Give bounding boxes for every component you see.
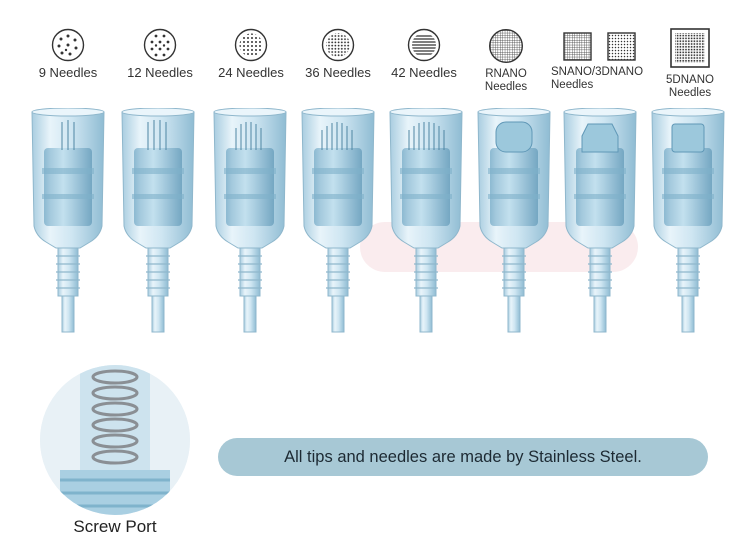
round-grid-icon — [489, 29, 523, 63]
needle-label: 24 Needles — [218, 65, 284, 80]
spring-icon — [40, 365, 190, 515]
large-square-grid-icon — [670, 28, 710, 68]
cartridge-snano-3dnano — [563, 108, 637, 333]
needle-type-36: 36 Needles — [300, 28, 376, 80]
cartridge-24-needles — [213, 108, 287, 333]
needle-type-rnano: RNANO Needles — [478, 28, 534, 94]
needle-label: 36 Needles — [305, 65, 371, 80]
cartridge-5dnano — [651, 108, 725, 333]
circle-12-dots-icon — [143, 28, 177, 62]
cartridge-9-needles — [31, 108, 105, 333]
screw-port-image — [40, 365, 190, 515]
cartridge-42-needles — [389, 108, 463, 333]
needle-label: 12 Needles — [127, 65, 193, 80]
needle-type-42: 42 Needles — [386, 28, 462, 80]
needle-type-24: 24 Needles — [213, 28, 289, 80]
info-banner: All tips and needles are made by Stainle… — [218, 438, 708, 476]
needle-type-snano-3dnano: SNANO/3DNANO Needles — [548, 28, 652, 92]
needle-type-5dnano: 5DNANO Needles — [660, 26, 720, 100]
square-grid-pair-icon — [563, 32, 636, 61]
needle-type-9: 9 Needles — [38, 28, 98, 80]
cartridge-36-needles — [301, 108, 375, 333]
needle-label: 9 Needles — [38, 65, 98, 80]
cartridge-12-needles — [121, 108, 195, 333]
needle-type-12: 12 Needles — [125, 28, 195, 80]
needle-type-header: 9 Needles 12 Needles 24 Needles 36 Needl… — [0, 0, 750, 105]
circle-24-dots-icon — [234, 28, 268, 62]
needle-label: 42 Needles — [391, 65, 457, 80]
circle-42-lines-icon — [407, 28, 441, 62]
needle-label: 5DNANO Needles — [666, 74, 714, 99]
needle-label: RNANO Needles — [484, 68, 528, 93]
cartridge-rnano — [477, 108, 551, 333]
screw-port-label: Screw Port — [73, 517, 157, 536]
circle-36-dots-icon — [321, 28, 355, 62]
circle-9-dots-icon — [51, 28, 85, 62]
needle-label: SNANO/3DNANO Needles — [551, 66, 644, 91]
